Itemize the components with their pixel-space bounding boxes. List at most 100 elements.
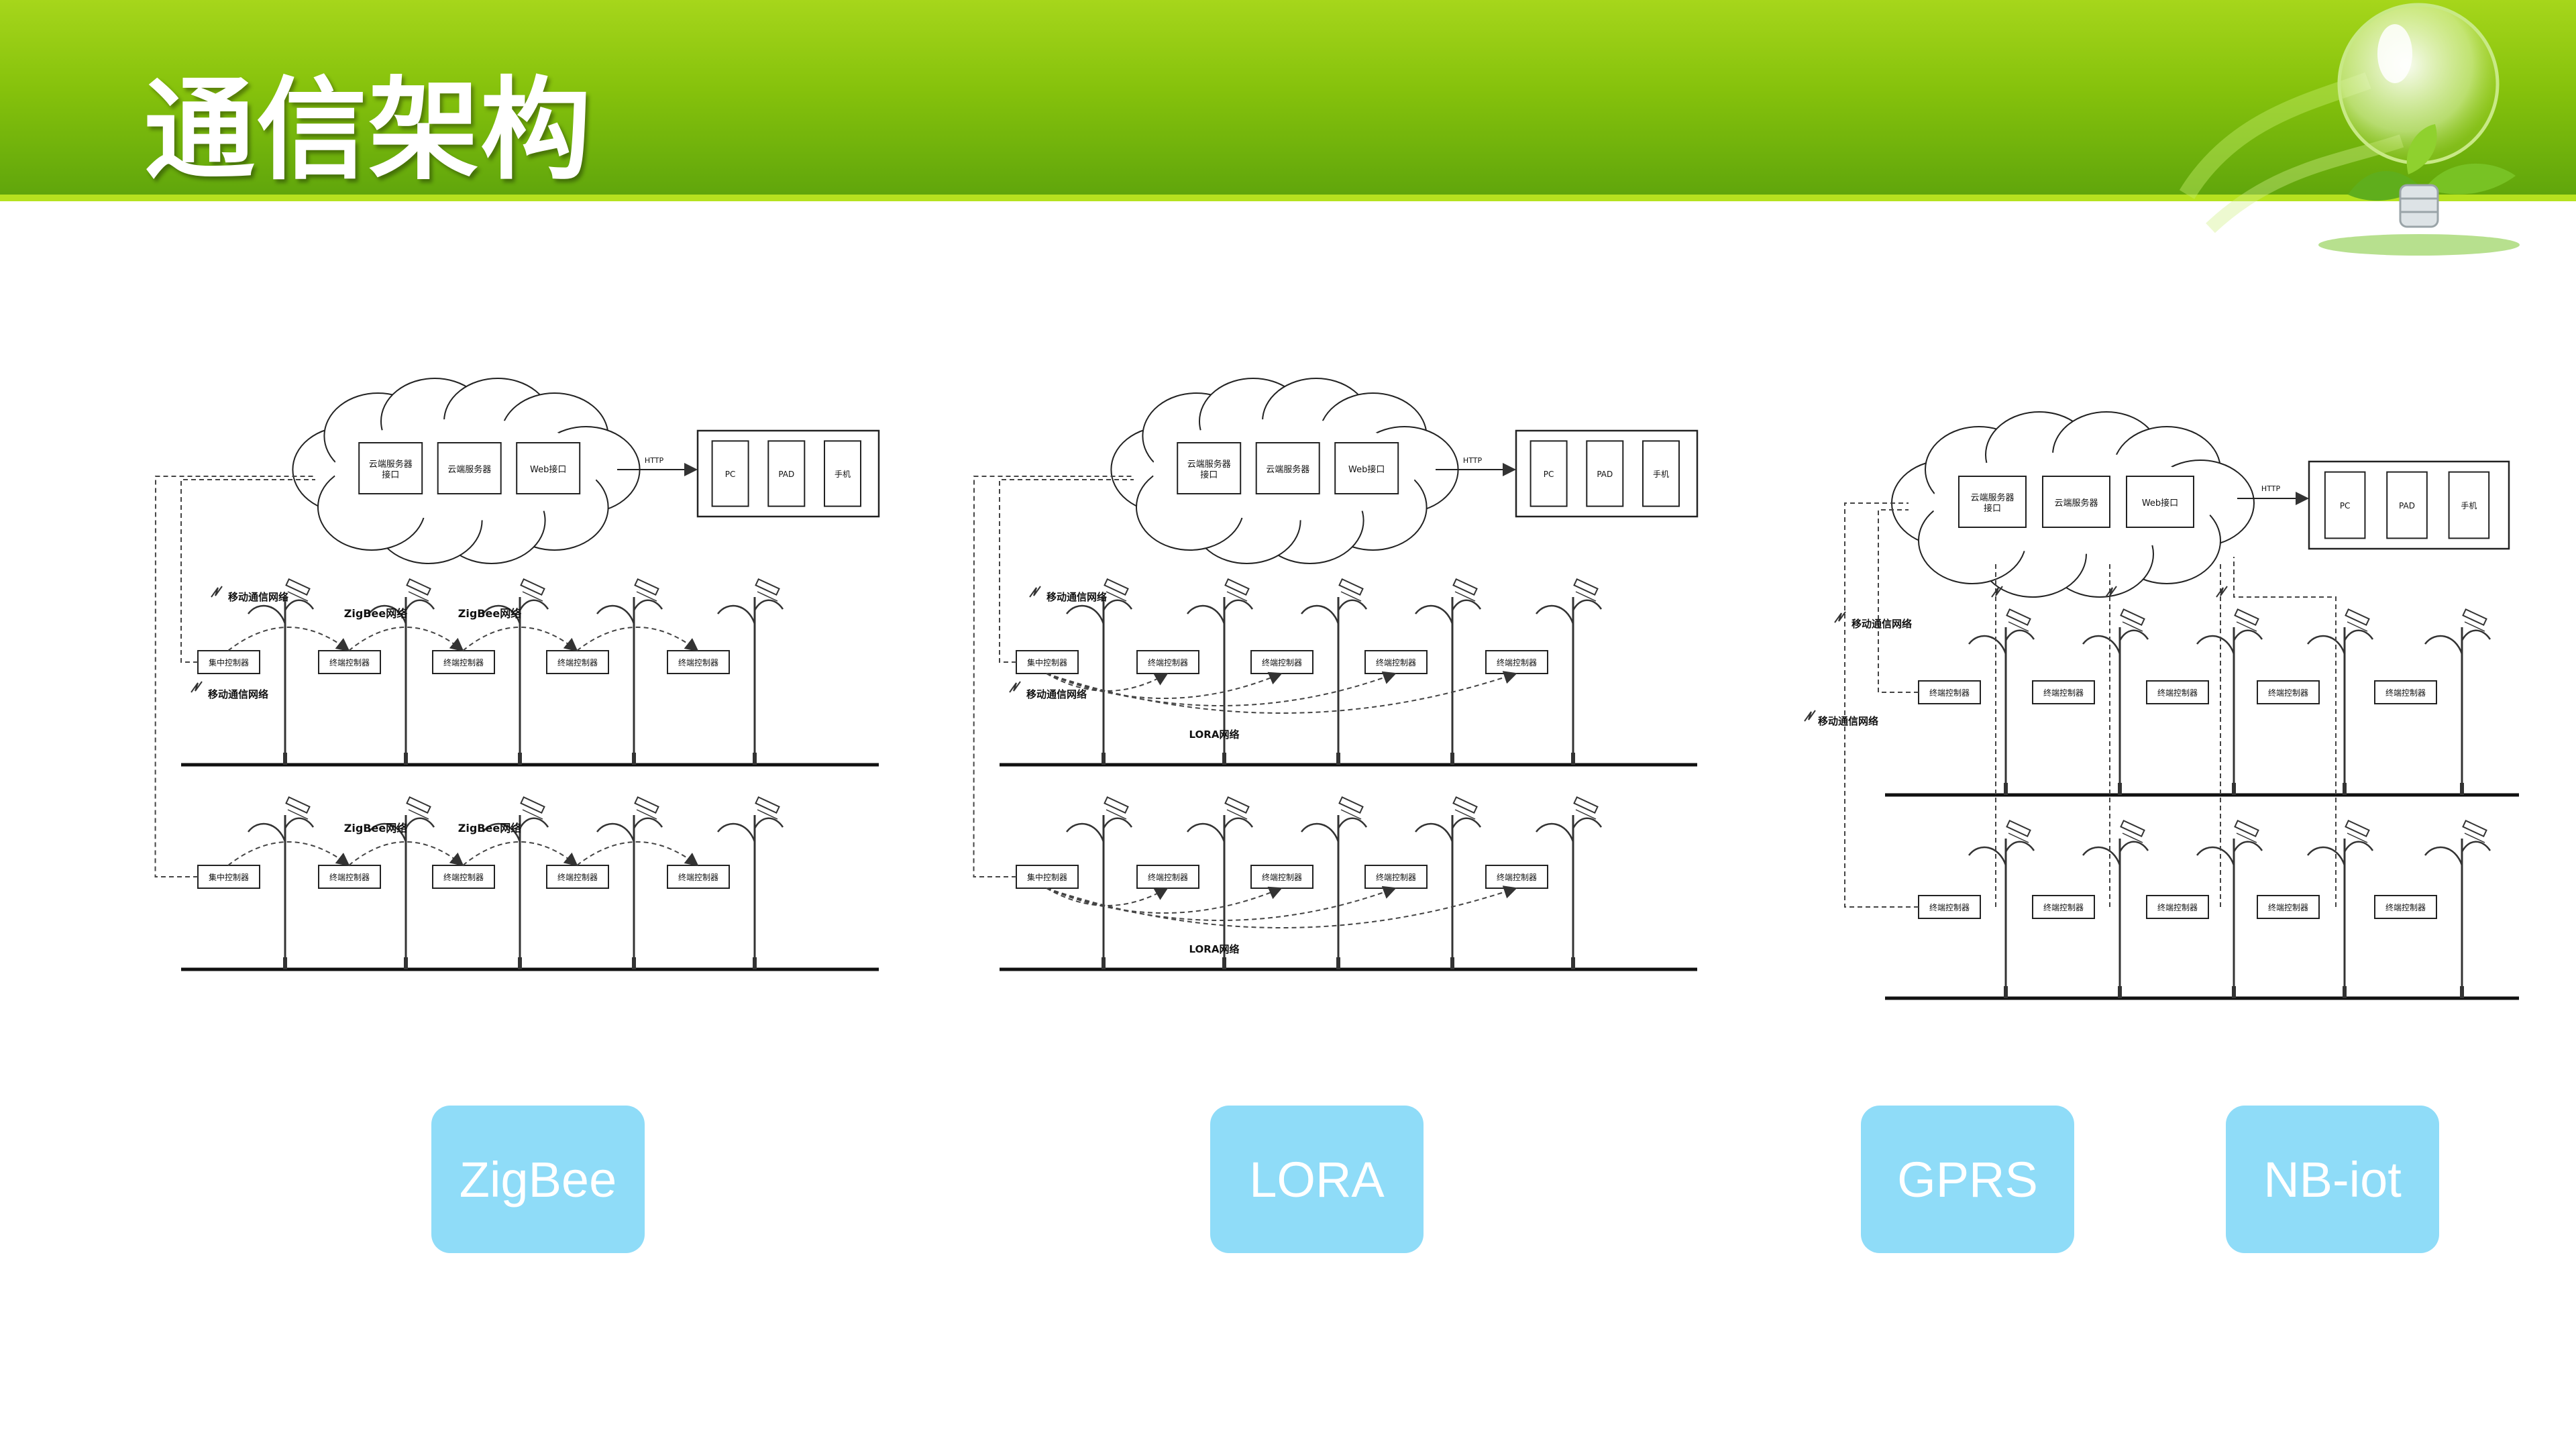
lora-link bbox=[1046, 671, 1517, 714]
mobile-network-label: 移动通信网络 bbox=[1818, 715, 1878, 727]
street-lamp-icon bbox=[2196, 608, 2263, 795]
diagram-label: PAD bbox=[1597, 470, 1613, 479]
lora-badge[interactable]: LORA bbox=[1210, 1106, 1424, 1253]
terminal-controller-box bbox=[318, 650, 381, 674]
uplink-dashed bbox=[1844, 502, 1919, 908]
signal-icon bbox=[1991, 586, 2003, 598]
diagram-label: 云端服务器 bbox=[2054, 498, 2098, 508]
diagram-label: 云端服务器 bbox=[447, 464, 491, 475]
zigbee-link bbox=[348, 841, 464, 867]
pc-box bbox=[711, 440, 749, 507]
terminal-controller-box bbox=[2374, 680, 2437, 704]
lora-link bbox=[1046, 885, 1397, 921]
zigbee-network-label: ZigBee网络 bbox=[458, 607, 521, 620]
terminal-controller-box bbox=[1136, 650, 1199, 674]
diagram-label: PC bbox=[725, 470, 736, 479]
street-lamp-icon bbox=[2196, 819, 2263, 998]
terminal-controller-box bbox=[1250, 865, 1313, 889]
zigbee-link bbox=[462, 841, 578, 867]
diagram-label: PAD bbox=[778, 470, 794, 479]
diagram-label: 终端控制器 bbox=[1262, 657, 1302, 667]
diagram-label: 集中控制器 bbox=[209, 657, 249, 667]
diagram-label: 终端控制器 bbox=[1148, 657, 1188, 667]
diagram-label: Web接口 bbox=[1348, 464, 1385, 475]
street-lamp-icon bbox=[2424, 819, 2491, 998]
lora-network-label: LORA网络 bbox=[1189, 943, 1240, 955]
zigbee-badge[interactable]: ZigBee bbox=[431, 1106, 645, 1253]
uplink-dashed bbox=[154, 476, 315, 877]
pad-box bbox=[1586, 440, 1624, 507]
terminal-controller-box bbox=[546, 650, 609, 674]
lora-link bbox=[1046, 888, 1169, 906]
terminal-controller-box bbox=[1918, 895, 1981, 919]
street-lamp-icon bbox=[2307, 819, 2374, 998]
mobile-network-label: 移动通信网络 bbox=[1026, 688, 1087, 700]
terminal-controller-box bbox=[2146, 895, 2209, 919]
terminal-controller-box bbox=[1136, 865, 1199, 889]
nb-iot-badge[interactable]: NB-iot bbox=[2226, 1106, 2439, 1253]
zigbee-link bbox=[576, 627, 699, 652]
street-lamp-icon bbox=[2424, 608, 2491, 795]
diagram-label: 接口 bbox=[1984, 503, 2001, 514]
diagram-label: 终端控制器 bbox=[1929, 688, 1970, 698]
street-lamp-icon bbox=[717, 796, 784, 969]
zigbee-link bbox=[462, 627, 578, 652]
lora-link bbox=[1046, 673, 1169, 692]
street-lamp-icon bbox=[596, 578, 663, 765]
diagram-label: 集中控制器 bbox=[1027, 657, 1067, 667]
street-lamp-icon bbox=[1968, 819, 2035, 998]
uplink-dashed bbox=[973, 476, 1134, 877]
street-lamp-icon bbox=[1301, 796, 1368, 969]
diagram-label: 终端控制器 bbox=[557, 872, 598, 882]
mobile-network-label: 移动通信网络 bbox=[1046, 591, 1107, 603]
street-lamp-icon bbox=[1066, 796, 1133, 969]
pc-box bbox=[2324, 471, 2366, 539]
diagram-label: HTTP bbox=[645, 456, 664, 465]
web-api-box bbox=[2126, 476, 2194, 528]
mobile-network-label: 移动通信网络 bbox=[228, 591, 288, 603]
street-lamp-icon bbox=[1536, 796, 1603, 969]
street-lamp-icon bbox=[1415, 578, 1482, 765]
pad-box bbox=[767, 440, 806, 507]
gprs-badge[interactable]: GPRS bbox=[1861, 1106, 2074, 1253]
mobile-network-label: 移动通信网络 bbox=[208, 688, 268, 700]
street-lamp-icon bbox=[248, 796, 315, 969]
concentrator-box bbox=[1016, 650, 1079, 674]
diagram-label: 终端控制器 bbox=[2157, 688, 2198, 698]
lora-link bbox=[1046, 886, 1283, 914]
lora-network-label: LORA网络 bbox=[1189, 729, 1240, 741]
diagram-label: PC bbox=[1544, 470, 1554, 479]
phone-box bbox=[2448, 471, 2490, 539]
diagram-label: 终端控制器 bbox=[2268, 688, 2308, 698]
street-lamp-icon bbox=[248, 578, 315, 765]
web-api-box bbox=[516, 442, 581, 494]
lora-link bbox=[1046, 672, 1283, 699]
street-lamp-icon bbox=[368, 796, 435, 969]
web-api-box bbox=[1334, 442, 1399, 494]
diagram-label: HTTP bbox=[1463, 456, 1483, 465]
uplink-dashed bbox=[1878, 509, 1919, 693]
diagram-label: 终端控制器 bbox=[2268, 902, 2308, 912]
uplink-dashed bbox=[2233, 557, 2337, 907]
diagram-label: 终端控制器 bbox=[2043, 688, 2084, 698]
cloud-api-box bbox=[1177, 442, 1242, 494]
signal-icon bbox=[2216, 586, 2228, 598]
header-rule bbox=[0, 195, 2576, 201]
street-lamp-icon bbox=[1536, 578, 1603, 765]
street-lamp-icon bbox=[596, 796, 663, 969]
terminal-controller-box bbox=[2032, 680, 2095, 704]
street-lamp-icon bbox=[1187, 578, 1254, 765]
diagram-label: 集中控制器 bbox=[209, 872, 249, 882]
diagram-label: 终端控制器 bbox=[1262, 872, 1302, 882]
street-lamp-icon bbox=[717, 578, 784, 765]
terminal-controller-box bbox=[2257, 680, 2320, 704]
cloud-server-box bbox=[437, 442, 502, 494]
lightbulb-icon bbox=[2179, 3, 2520, 256]
diagram-label: 云端服务器 bbox=[369, 459, 413, 470]
diagram-label: 手机 bbox=[835, 470, 851, 479]
terminal-controller-box bbox=[1918, 680, 1981, 704]
